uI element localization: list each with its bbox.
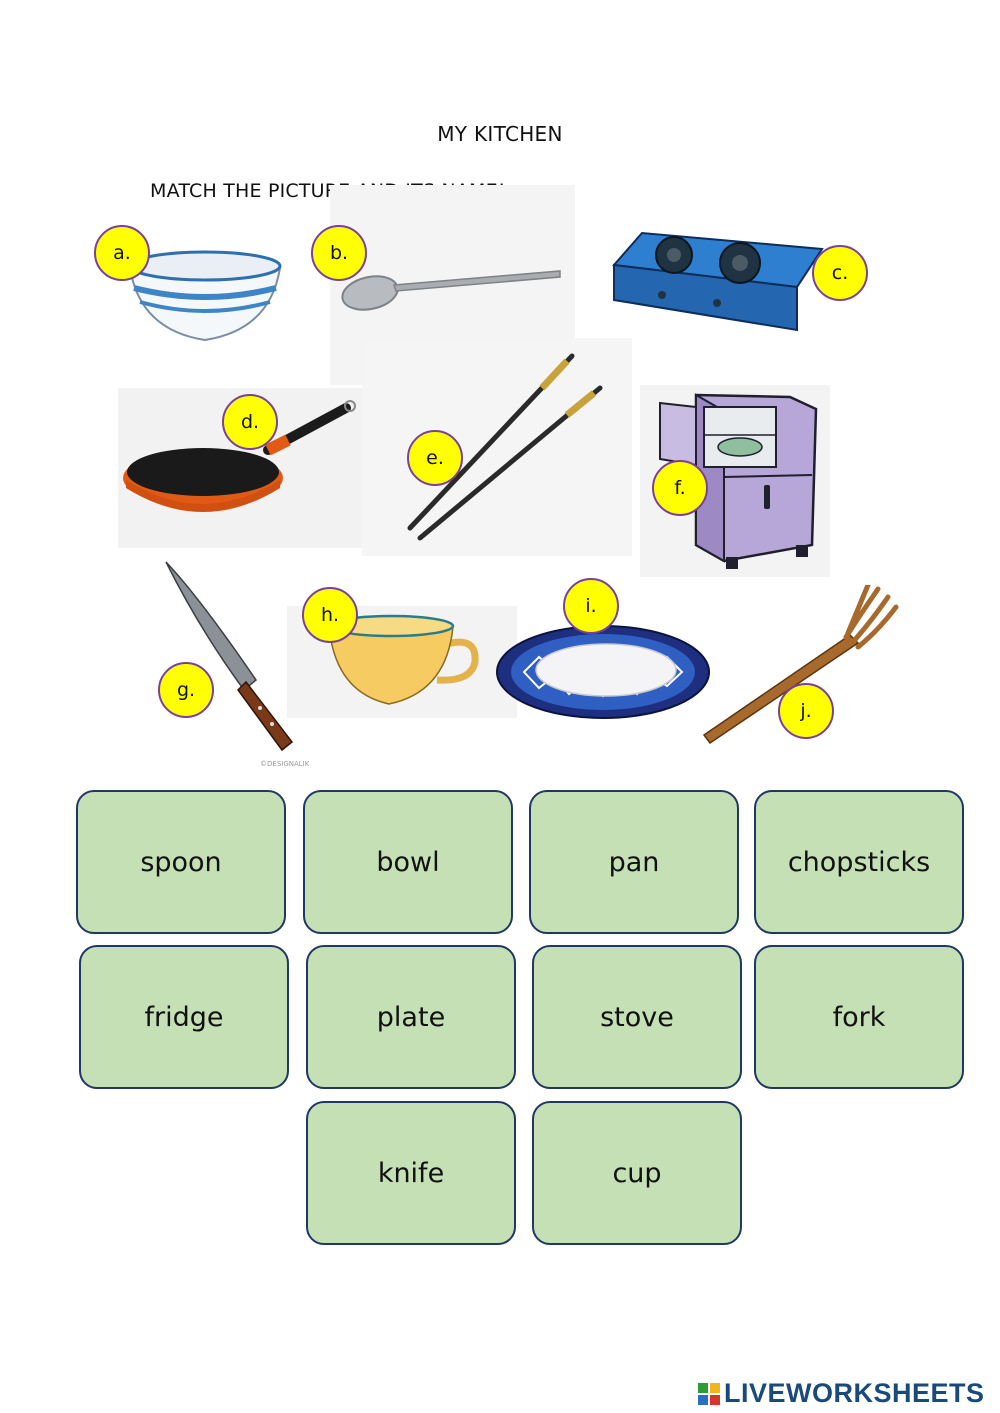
bowl-picture: [120, 240, 290, 350]
label-bubble-e[interactable]: e.: [407, 430, 463, 486]
label-bubble-a[interactable]: a.: [94, 225, 150, 281]
word-card-fridge[interactable]: fridge: [79, 945, 289, 1089]
label-bubble-d[interactable]: d.: [222, 394, 278, 450]
knife-picture: ©DESIGNALIKE: [160, 558, 310, 770]
fork-picture: [700, 585, 905, 745]
label-bubble-c[interactable]: c.: [812, 245, 868, 301]
label-bubble-j[interactable]: j.: [778, 683, 834, 739]
cup-picture: [287, 606, 517, 718]
label-bubble-h[interactable]: h.: [302, 587, 358, 643]
brand-footer: LIVEWORKSHEETS: [698, 1378, 985, 1409]
word-card-chopsticks[interactable]: chopsticks: [754, 790, 964, 934]
stove-picture: [612, 225, 827, 335]
word-card-spoon[interactable]: spoon: [76, 790, 286, 934]
watermark-text: ©DESIGNALIKE: [260, 760, 310, 768]
word-card-knife[interactable]: knife: [306, 1101, 516, 1245]
word-card-cup[interactable]: cup: [532, 1101, 742, 1245]
liveworksheets-logo-icon: [698, 1382, 720, 1405]
word-card-bowl[interactable]: bowl: [303, 790, 513, 934]
plate-picture: [494, 622, 712, 722]
word-card-stove[interactable]: stove: [532, 945, 742, 1089]
worksheet-title: MY KITCHEN: [437, 122, 563, 146]
word-card-fork[interactable]: fork: [754, 945, 964, 1089]
label-bubble-g[interactable]: g.: [158, 662, 214, 718]
brand-name: LIVEWORKSHEETS: [724, 1378, 985, 1408]
word-card-pan[interactable]: pan: [529, 790, 739, 934]
label-bubble-f[interactable]: f.: [652, 460, 708, 516]
fridge-picture: [640, 385, 830, 577]
chopsticks-picture: [362, 338, 632, 556]
label-bubble-i[interactable]: i.: [563, 578, 619, 634]
label-bubble-b[interactable]: b.: [311, 225, 367, 281]
word-card-plate[interactable]: plate: [306, 945, 516, 1089]
